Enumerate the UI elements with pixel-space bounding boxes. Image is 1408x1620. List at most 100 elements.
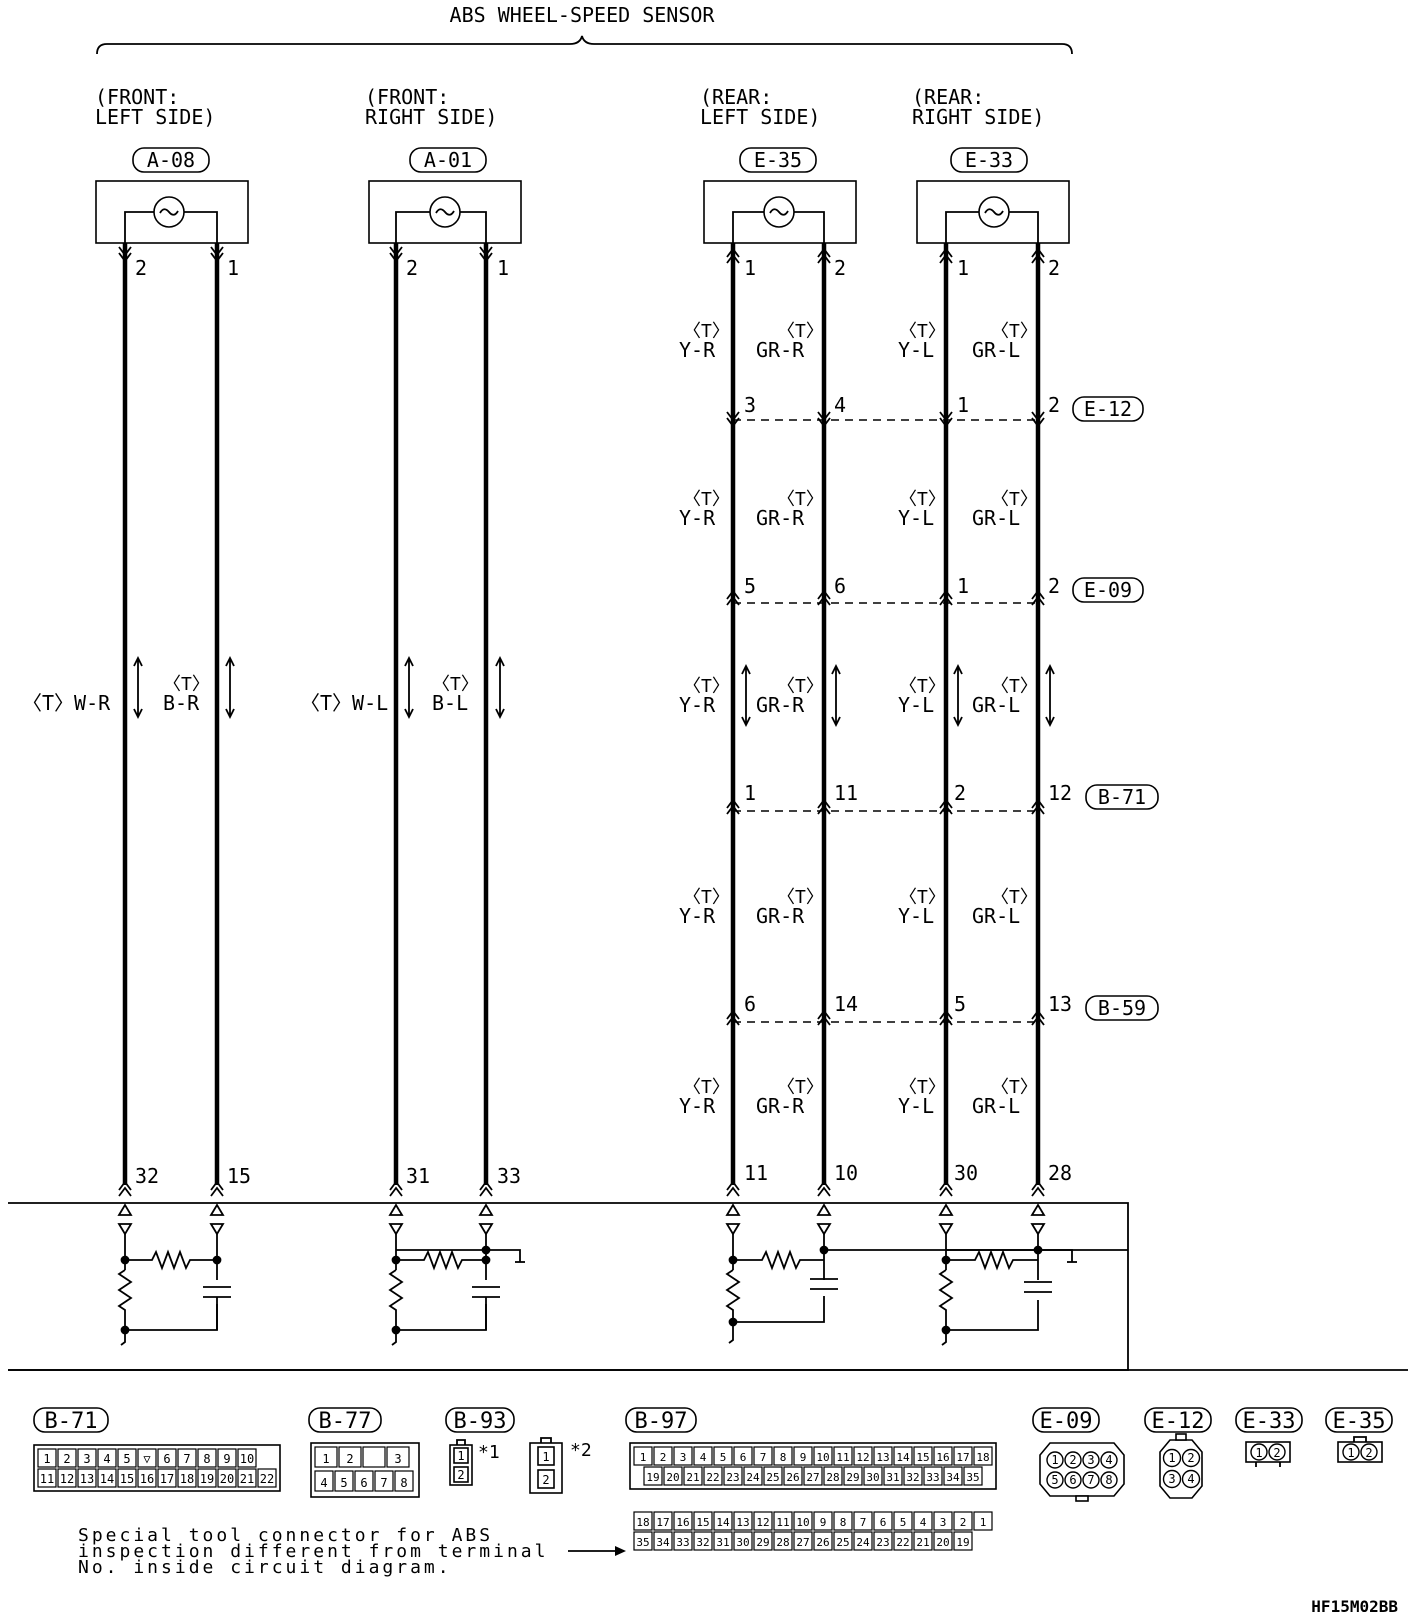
b97-tool-pin-23: 23: [876, 1536, 889, 1549]
wire-color-left: Y-R: [679, 1094, 716, 1118]
wire-t-mark: 〈T〉: [777, 676, 824, 697]
b97-tool-cell: [913, 1511, 933, 1531]
wire-color-right: GR-R: [756, 338, 805, 362]
wire-color-left: Y-R: [679, 693, 716, 717]
b97-pin-24: 24: [746, 1471, 760, 1484]
wire-t-mark: 〈T〉: [777, 321, 824, 342]
sensor-rear-right: (REAR: RIGHT SIDE) E-33 1 2 30 28: [912, 85, 1072, 1185]
b77-cell: [394, 1470, 414, 1492]
sensor-position-line1: (REAR:: [700, 85, 772, 109]
b77-cell: [314, 1470, 334, 1492]
b97-pin-33: 33: [926, 1471, 939, 1484]
pin-top-right: 1: [497, 256, 509, 280]
connector-code: E-35: [754, 148, 802, 172]
sensor-body: [95, 180, 249, 244]
e12-pin-circle: [1162, 1469, 1182, 1489]
connector-code-box: [132, 147, 210, 173]
b97-cell: [863, 1466, 883, 1486]
b97-cell: [953, 1446, 973, 1466]
b97-tool-cell: [813, 1511, 833, 1531]
b71-cell: [217, 1468, 237, 1488]
b97-cell: [803, 1466, 823, 1486]
connector-label: B-93: [454, 1409, 507, 1434]
b97-cell: [643, 1466, 663, 1486]
b97-tool-pin-19: 19: [956, 1536, 969, 1549]
wire-color-left: Y-L: [898, 693, 934, 717]
e35-pin-1: 1: [1347, 1446, 1354, 1460]
b97-pin-2: 2: [660, 1451, 667, 1464]
b97-pin-18: 18: [976, 1451, 989, 1464]
connector-label: B-97: [635, 1409, 688, 1434]
b97-pin-20: 20: [666, 1471, 679, 1484]
b97-tool-pin-24: 24: [856, 1536, 870, 1549]
junction-pin: 4: [834, 393, 846, 417]
wire-label-right-t: 〈T〉: [432, 674, 479, 695]
b71-pin-6: 6: [163, 1452, 170, 1466]
sensor-coil-icon: [763, 196, 795, 228]
wire-color-left: Y-R: [679, 904, 716, 928]
b97-tool-pin-34: 34: [656, 1536, 670, 1549]
b97-tool-cell: [953, 1531, 973, 1551]
e33-pin-1: 1: [1255, 1446, 1262, 1460]
b97-tool-cell: [773, 1511, 793, 1531]
b97-tool-pin-15: 15: [696, 1516, 709, 1529]
rear-wire-labels: 〈T〉 Y-R 〈T〉 GR-R 〈T〉 Y-L 〈T〉 GR-L 〈T〉 Y-…: [679, 321, 1038, 1118]
b97-tool-cell: [653, 1511, 673, 1531]
wire-t-mark: 〈T〉: [683, 887, 730, 908]
b71-cell: [37, 1468, 57, 1488]
e09-pin-3: 3: [1087, 1453, 1094, 1467]
b97-tool-pin-14: 14: [716, 1516, 730, 1529]
sensor-position-line1: (REAR:: [912, 85, 984, 109]
junction-pin: 2: [1048, 574, 1060, 598]
b71-pin-8: 8: [203, 1452, 210, 1466]
b97-tool-cell: [953, 1511, 973, 1531]
b71-cell: [57, 1468, 77, 1488]
b71-cell: [137, 1468, 157, 1488]
junction-code: B-59: [1098, 996, 1146, 1020]
b97-pin-21: 21: [686, 1471, 699, 1484]
special-tool-note: Special tool connector for ABS inspectio…: [78, 1525, 545, 1578]
e33-pin-2: 2: [1273, 1446, 1280, 1460]
b77-cell: [334, 1470, 354, 1492]
b97-cell: [893, 1446, 913, 1466]
b97-cell: [663, 1466, 683, 1486]
junction-pin: 2: [954, 781, 966, 805]
b71-pin-15: 15: [120, 1472, 134, 1486]
sensor-front-left: (FRONT: LEFT SIDE) A-08 2 1 〈T〉W-R 〈T〉 B…: [22, 85, 251, 1188]
wire-t-mark: 〈T〉: [899, 1077, 946, 1098]
wire-color-right: GR-L: [972, 904, 1020, 928]
b71-cell: [77, 1468, 97, 1488]
wire-color-left: Y-R: [679, 506, 716, 530]
junction-pin: 1: [744, 781, 756, 805]
b97-cell: [693, 1446, 713, 1466]
b97-cell: [763, 1466, 783, 1486]
wire-t-mark: 〈T〉: [991, 887, 1038, 908]
b71-cell: [177, 1468, 197, 1488]
b97-pin-31: 31: [886, 1471, 899, 1484]
b97-tool-cell: [753, 1531, 773, 1551]
junction-pin: 12: [1048, 781, 1072, 805]
junction-code: E-09: [1084, 578, 1132, 602]
b97-pin-19: 19: [646, 1471, 659, 1484]
b71-pin-16: 16: [140, 1472, 154, 1486]
b71-pin-18: 18: [180, 1472, 194, 1486]
wire-t-mark: 〈T〉: [683, 489, 730, 510]
wire-t-mark: 〈T〉: [991, 676, 1038, 697]
e12-pin-4: 4: [1187, 1472, 1194, 1486]
wire-color-right: GR-L: [972, 1094, 1020, 1118]
pin-top-right: 2: [1048, 256, 1060, 280]
b77-cell: [374, 1470, 394, 1492]
b71-cell: [237, 1468, 257, 1488]
wire-label-right-t: 〈T〉: [163, 674, 210, 695]
wire-color-left: Y-L: [898, 338, 934, 362]
e09-pin-circle: [1082, 1471, 1100, 1489]
b97-tool-cell: [633, 1511, 653, 1531]
b97-cell: [913, 1446, 933, 1466]
junction-pin: 3: [744, 393, 756, 417]
e09-pin-circle: [1046, 1471, 1064, 1489]
b97-tool-pin-2: 2: [960, 1516, 967, 1529]
junction-pin: 5: [744, 574, 756, 598]
b93-pin-1a: 1: [457, 1449, 464, 1463]
b97-tool-pin-29: 29: [756, 1536, 769, 1549]
b97-tool-pin-5: 5: [900, 1516, 907, 1529]
